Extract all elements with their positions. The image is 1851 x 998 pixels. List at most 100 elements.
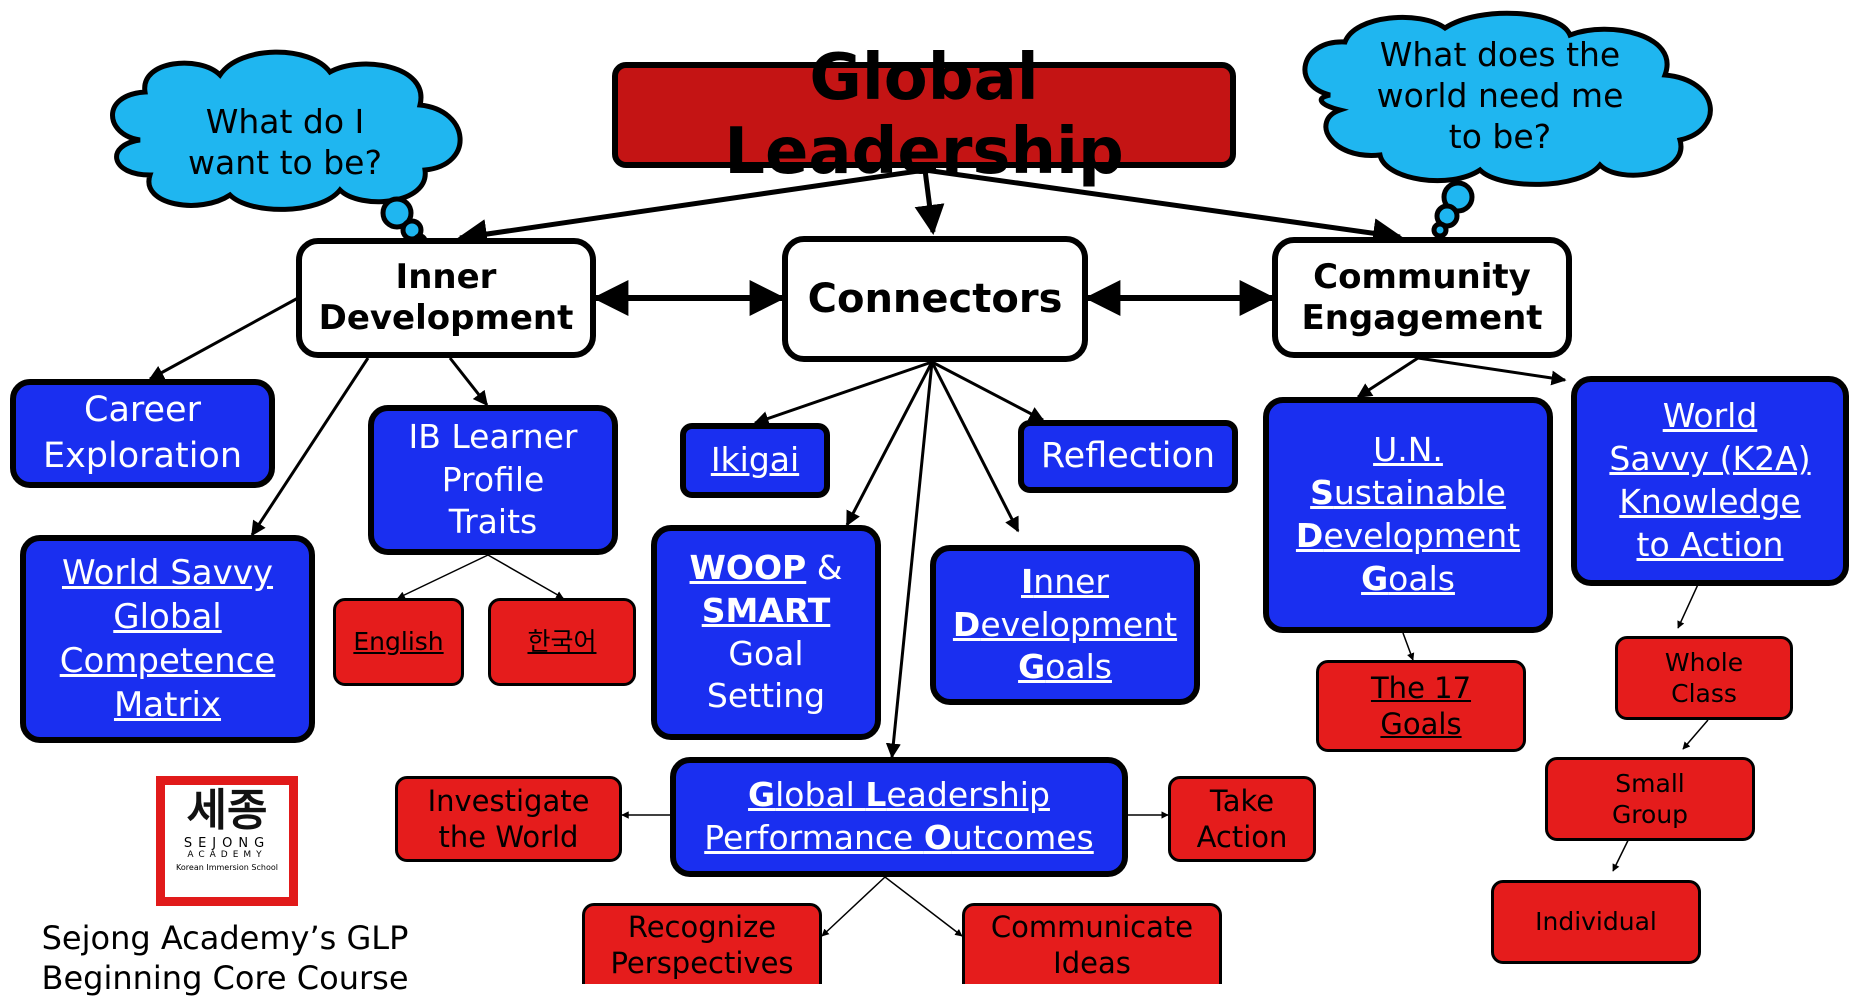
cloud-right-line-1: What does the xyxy=(1379,34,1621,74)
idg-l1-initial: I xyxy=(1021,561,1034,601)
title-text: Global Leadership xyxy=(724,41,1124,189)
cloud-right xyxy=(1302,10,1713,239)
node-communicate-ideas: Communicate Ideas xyxy=(962,903,1222,984)
investigate-line-2: the World xyxy=(438,820,579,854)
node-whole-class: Whole Class xyxy=(1615,636,1793,720)
node-career-exploration: Career Exploration xyxy=(10,379,275,488)
woop-line-3: Goal xyxy=(728,633,804,673)
ib-line-1: IB Learner xyxy=(408,416,578,456)
cloud-left-text: What do I want to be? xyxy=(165,92,405,192)
seventeen-line-1: The 17 xyxy=(1370,670,1472,705)
cloud-right-text: What does the world need me to be? xyxy=(1340,28,1660,163)
link-english[interactable]: English xyxy=(333,598,464,686)
cloud-left-line-1: What do I xyxy=(205,101,365,141)
career-line-1: Career xyxy=(84,390,201,430)
logo-name: SEJONG xyxy=(183,836,271,851)
sdg-line-1: U.N. xyxy=(1373,430,1443,470)
glpo-performance: Performance xyxy=(704,818,924,857)
idg-l2-initial: D xyxy=(952,604,981,644)
node-un-sdg[interactable]: U.N. Sustainable Development Goals xyxy=(1263,397,1553,633)
cloud-right-line-2: world need me xyxy=(1376,75,1624,115)
communicate-line-2: Ideas xyxy=(1053,946,1131,980)
glpo-utcomes: utcomes xyxy=(951,818,1094,857)
cloud-right-line-3: to be? xyxy=(1448,117,1552,157)
node-world-savvy-k2a[interactable]: World Savvy (K2A) Knowledge to Action xyxy=(1571,376,1849,586)
community-line-2: Engagement xyxy=(1301,297,1543,338)
take-action-line-1: Take xyxy=(1209,783,1275,818)
sdg-l4-rest: oals xyxy=(1388,558,1455,598)
communicate-line-1: Communicate xyxy=(990,909,1194,944)
logo-school: Korean Immersion School xyxy=(176,863,278,873)
inner-line-1: Inner xyxy=(395,257,497,298)
small-line-1: Small xyxy=(1615,768,1685,798)
recognize-line-2: Perspectives xyxy=(610,946,794,980)
sdg-l2-rest: ustainable xyxy=(1333,473,1506,513)
smart-label: SMART xyxy=(701,590,831,630)
course-caption: Sejong Academy’s GLP Beginning Core Cour… xyxy=(10,918,440,998)
k2a-line-3: Knowledge xyxy=(1619,482,1801,521)
ws-matrix-line-4: Matrix xyxy=(113,685,222,726)
idg-l3-rest: oals xyxy=(1045,647,1112,687)
inner-line-2: Development xyxy=(318,298,574,338)
node-take-action: Take Action xyxy=(1168,776,1316,862)
glpo-lobal: lobal xyxy=(775,775,866,815)
individual-label: Individual xyxy=(1535,907,1657,937)
sdg-l4-initial: G xyxy=(1361,558,1389,598)
node-individual: Individual xyxy=(1491,880,1701,964)
reflection-label: Reflection xyxy=(1040,435,1216,476)
seventeen-line-2: Goals xyxy=(1380,707,1462,741)
sejong-academy-logo: 세종 SEJONG ACADEMY Korean Immersion Schoo… xyxy=(156,776,298,906)
link-the-17-goals[interactable]: The 17 Goals xyxy=(1316,660,1526,752)
node-ikigai[interactable]: Ikigai xyxy=(680,423,830,498)
node-investigate-world: Investigate the World xyxy=(395,776,622,862)
community-line-1: Community xyxy=(1313,256,1531,297)
english-label: English xyxy=(353,627,444,657)
k2a-line-1: World xyxy=(1662,396,1758,436)
glpo-l: L xyxy=(865,775,887,815)
ib-line-2: Profile xyxy=(441,459,545,499)
sdg-l3-initial: D xyxy=(1295,516,1324,555)
idg-l1-rest: nner xyxy=(1033,561,1109,601)
node-community-engagement: Community Engagement xyxy=(1272,237,1572,358)
investigate-line-1: Investigate xyxy=(427,783,590,818)
node-ib-learner-profile: IB Learner Profile Traits xyxy=(368,405,618,555)
k2a-line-4: to Action xyxy=(1636,524,1784,564)
node-inner-development: Inner Development xyxy=(296,238,596,358)
sdg-l2-initial: S xyxy=(1310,473,1334,513)
node-recognize-perspectives: Recognize Perspectives xyxy=(582,903,822,984)
glpo-o: O xyxy=(923,818,952,857)
node-glpo[interactable]: Global Leadership Performance Outcomes xyxy=(670,757,1128,877)
ws-matrix-line-3: Competence xyxy=(59,641,276,681)
caption-line-1: Sejong Academy’s GLP xyxy=(41,919,409,957)
node-world-savvy-matrix[interactable]: World Savvy Global Competence Matrix xyxy=(20,535,315,743)
logo-korean: 세종 xyxy=(186,785,268,836)
ikigai-label: Ikigai xyxy=(710,440,800,480)
recognize-line-1: Recognize xyxy=(627,909,777,944)
link-korean[interactable]: 한국어 xyxy=(488,598,636,686)
node-connectors: Connectors xyxy=(782,236,1088,362)
node-inner-development-goals[interactable]: Inner Development Goals xyxy=(930,545,1200,705)
cloud-left xyxy=(110,49,463,249)
ws-matrix-line-2: Global xyxy=(113,596,222,637)
glpo-eadership: eadership xyxy=(886,775,1050,815)
idg-l2-rest: evelopment xyxy=(980,604,1178,644)
node-woop-smart[interactable]: WOOP & SMART Goal Setting xyxy=(651,525,881,740)
small-line-2: Group xyxy=(1611,800,1689,829)
ib-line-3: Traits xyxy=(448,502,538,542)
whole-line-1: Whole xyxy=(1664,647,1744,677)
idg-l3-initial: G xyxy=(1018,647,1046,687)
woop-amp: & xyxy=(806,547,843,587)
title-global-leadership: Global Leadership xyxy=(612,41,1236,189)
sdg-l3-rest: evelopment xyxy=(1323,516,1521,555)
connectors-label: Connectors xyxy=(807,276,1063,322)
cloud-left-line-2: want to be? xyxy=(188,143,382,182)
take-action-line-2: Action xyxy=(1196,820,1288,854)
woop-label: WOOP xyxy=(689,547,807,587)
ws-matrix-line-1: World Savvy xyxy=(61,552,274,593)
k2a-line-2: Savvy (K2A) xyxy=(1609,439,1811,479)
caption-line-2: Beginning Core Course xyxy=(41,959,409,997)
career-line-2: Exploration xyxy=(42,435,243,476)
logo-academy: ACADEMY xyxy=(187,850,267,861)
